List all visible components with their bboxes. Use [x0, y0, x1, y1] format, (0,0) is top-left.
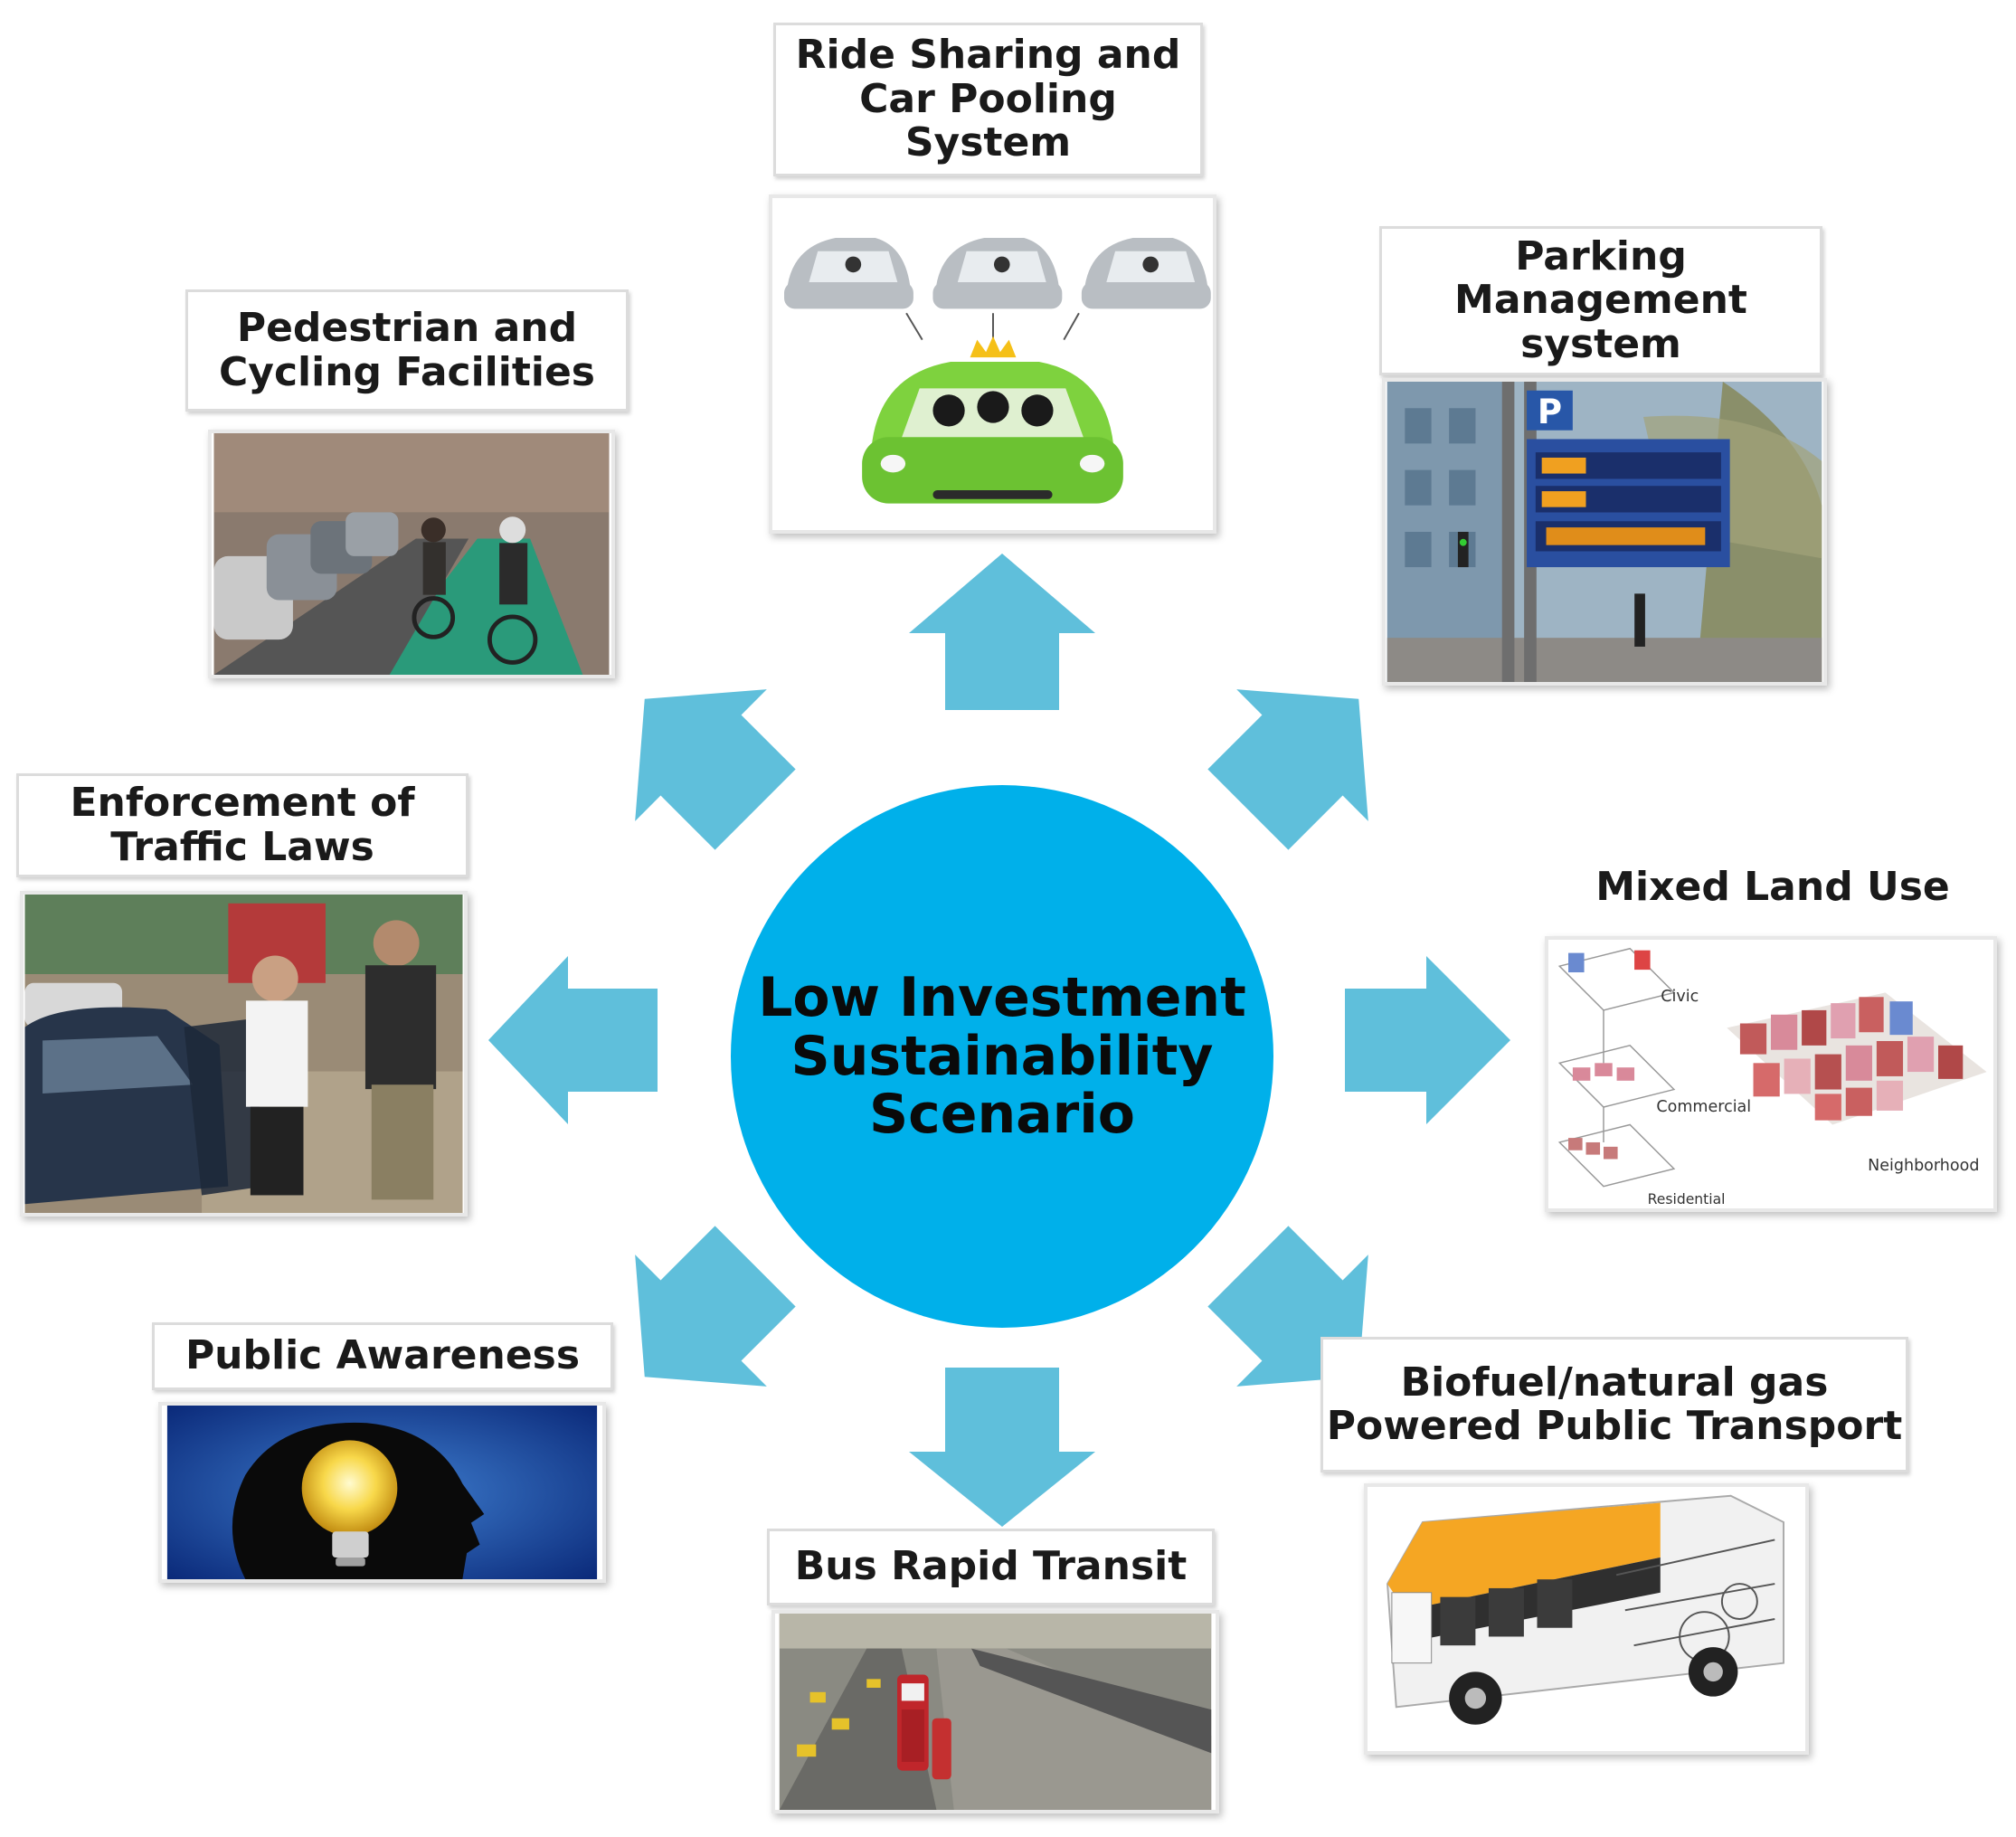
brt-line-1: Bus Rapid Transit [794, 1543, 1188, 1590]
public-awareness-image [158, 1402, 606, 1583]
biofuel-label: Biofuel/natural gas Powered Public Trans… [1320, 1337, 1908, 1472]
enforcement-line-2: Traffic Laws [110, 823, 374, 870]
neighborhood-label: Neighborhood [1868, 1157, 1979, 1175]
arrow-up-left [635, 689, 796, 850]
pedestrian-label: Pedestrian and Cycling Facilities [185, 289, 629, 412]
center-line-2: Sustainability [790, 1024, 1214, 1088]
bus-icon [897, 1674, 929, 1771]
brt-image [771, 1610, 1219, 1813]
arrow-left [488, 956, 658, 1124]
center-line-3: Scenario [868, 1083, 1136, 1147]
parking-line-2: Management system [1454, 277, 1747, 367]
mixed-land-label: Mixed Land Use [1538, 864, 2008, 910]
mixed-land-line-1: Mixed Land Use [1595, 864, 1950, 910]
arrow-down-left [635, 1226, 796, 1387]
ride-sharing-image [769, 194, 1216, 534]
car-icon [784, 238, 913, 309]
center-circle: Low Investment Sustainability Scenario [731, 785, 1273, 1328]
commercial-label: Commercial [1656, 1098, 1751, 1116]
parking-image: P [1382, 378, 1827, 686]
parking-sign-icon [1527, 390, 1573, 431]
brt-label: Bus Rapid Transit [767, 1529, 1215, 1605]
car-icon [1081, 238, 1211, 309]
pedestrian-line-1: Pedestrian and [236, 305, 578, 352]
ride-sharing-line-1: Ride Sharing and [795, 32, 1181, 79]
enforcement-line-1: Enforcement of [70, 780, 415, 827]
parking-label: Parking Management system [1379, 226, 1822, 375]
car-icon [862, 362, 1123, 504]
arrow-up [909, 554, 1095, 710]
arrow-up-right [1207, 689, 1368, 850]
ride-sharing-label: Ride Sharing and Car Pooling System [773, 23, 1203, 176]
pedestrian-image [208, 430, 615, 678]
public-awareness-line-1: Public Awareness [185, 1332, 581, 1379]
parking-line-1: Parking [1515, 232, 1687, 279]
biofuel-line-1: Biofuel/natural gas [1400, 1359, 1829, 1406]
car-icon [932, 238, 1063, 309]
lightbulb-icon [301, 1440, 398, 1567]
mixed-land-image: Civic Commercial Residential [1545, 936, 1997, 1212]
ride-sharing-line-2: Car Pooling System [859, 75, 1117, 166]
svg-text:P: P [1538, 393, 1562, 431]
biofuel-image [1364, 1483, 1809, 1755]
enforcement-label: Enforcement of Traffic Laws [16, 773, 469, 877]
center-title: Low Investment Sustainability Scenario [758, 965, 1246, 1147]
enforcement-image [20, 891, 468, 1217]
crown-icon [970, 336, 1017, 358]
arrow-right [1345, 956, 1510, 1124]
pedestrian-line-2: Cycling Facilities [218, 348, 595, 395]
center-line-1: Low Investment [758, 965, 1246, 1029]
civic-label: Civic [1661, 988, 1699, 1006]
arrow-down [909, 1368, 1095, 1527]
residential-label: Residential [1648, 1191, 1726, 1207]
biofuel-line-2: Powered Public Transport [1326, 1403, 1903, 1449]
bus-icon [1369, 1487, 1803, 1751]
public-awareness-label: Public Awareness [152, 1322, 613, 1390]
